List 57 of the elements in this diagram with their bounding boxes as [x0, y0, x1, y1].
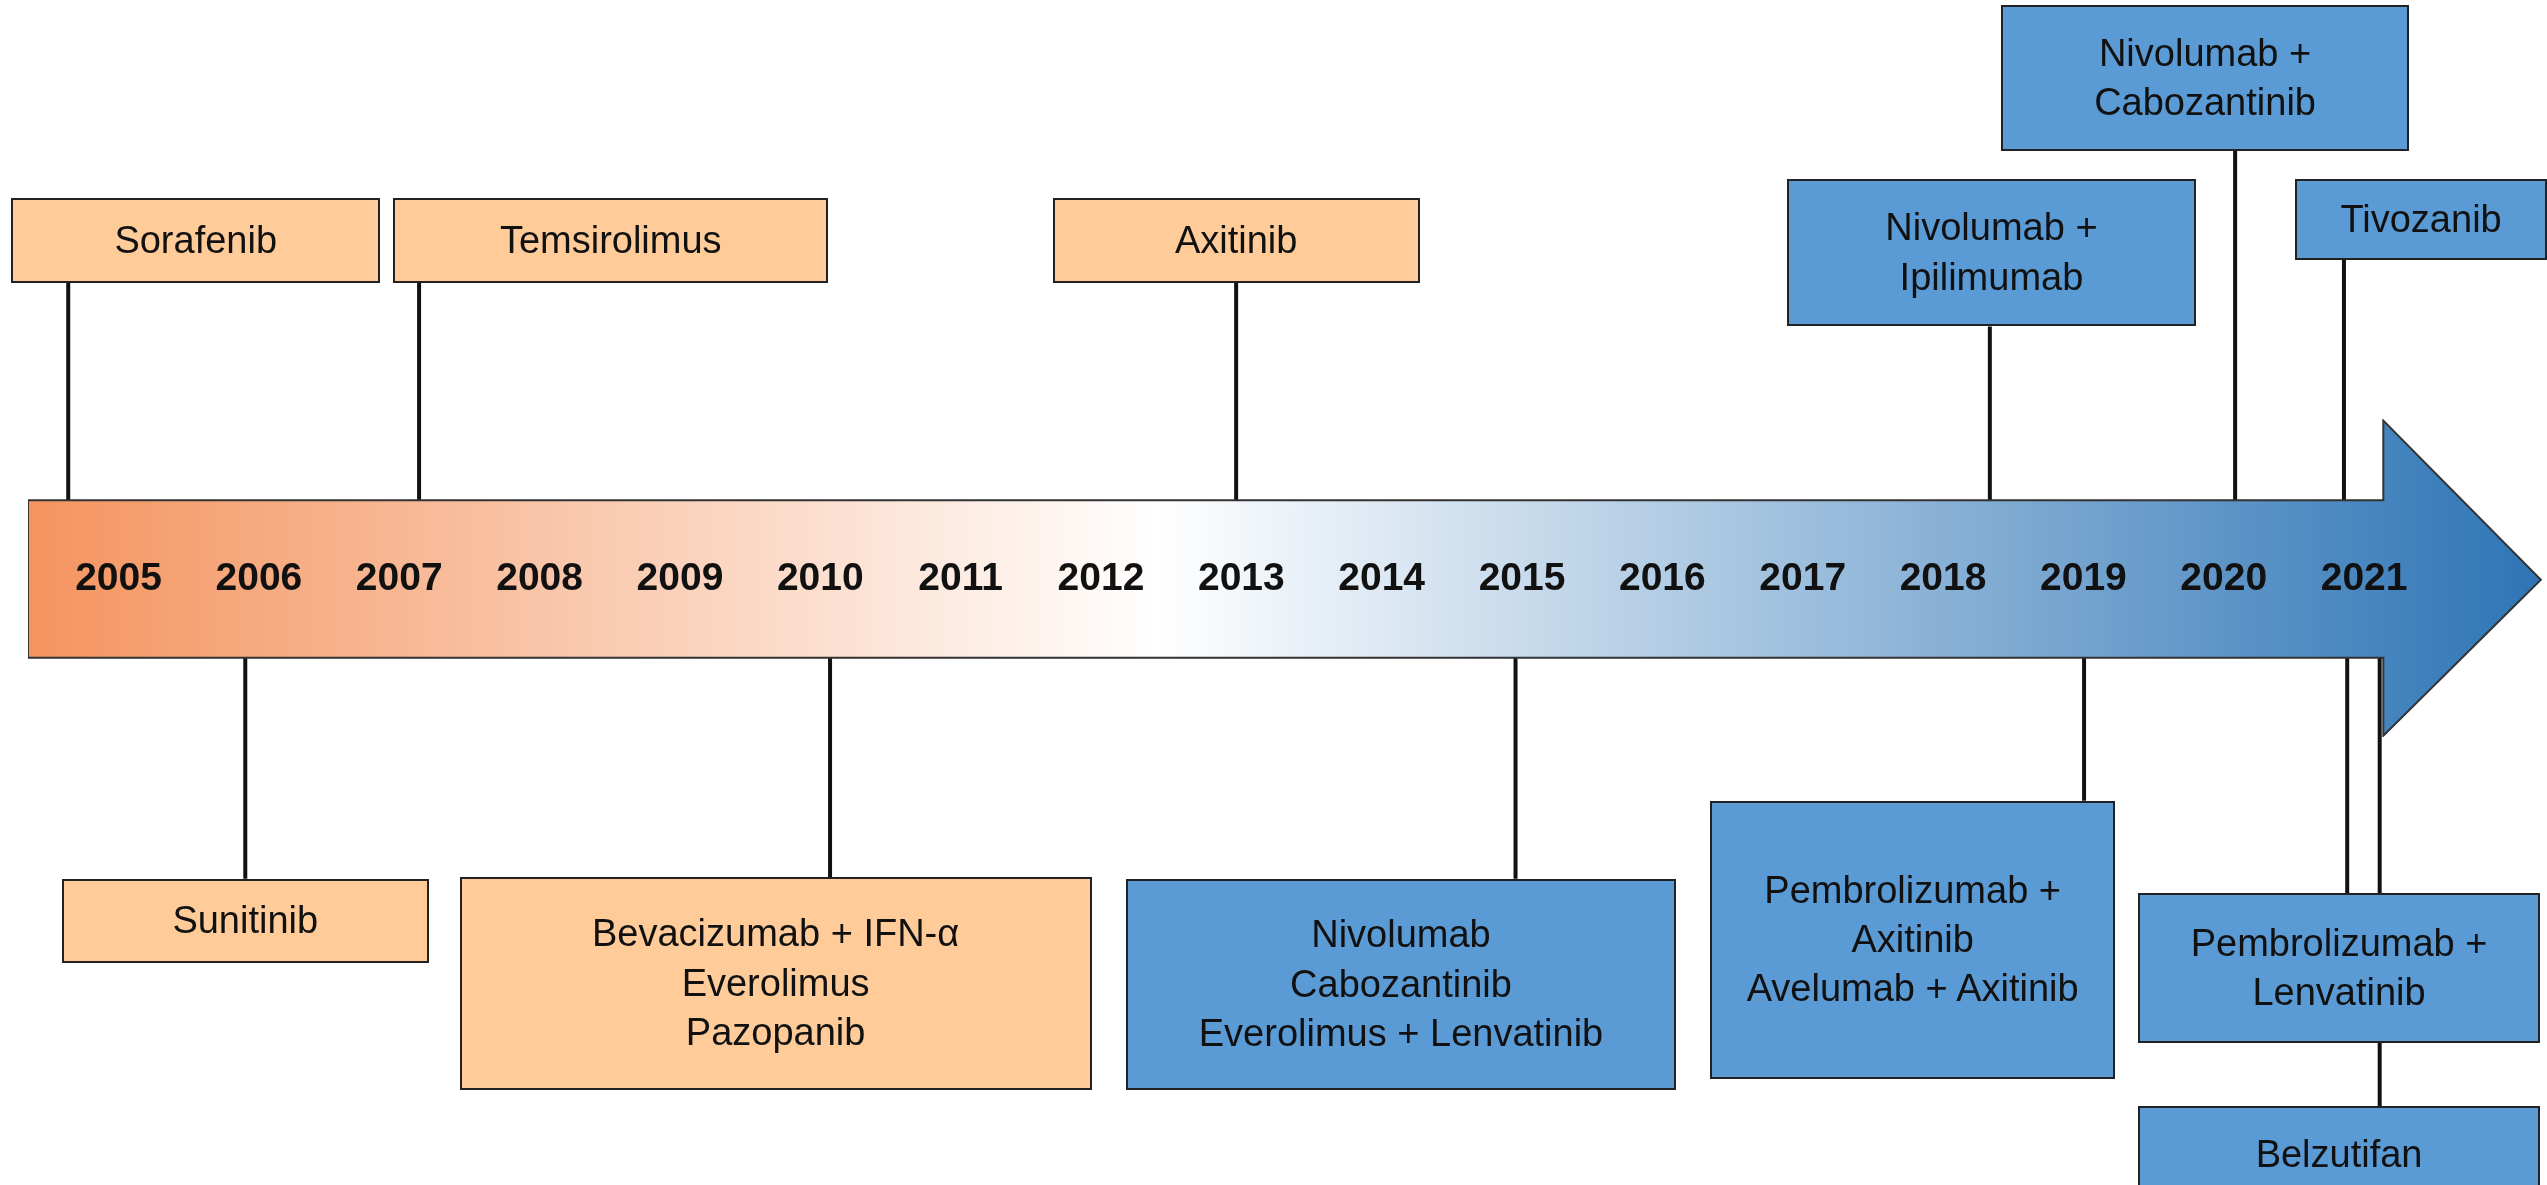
drug-name: Sorafenib [114, 217, 278, 263]
leader-line [2233, 151, 2238, 501]
drug-name: Nivolumab [1311, 912, 1491, 958]
drug-box [2137, 893, 2541, 1043]
drug-name: Sunitinib [172, 898, 319, 944]
drug-name: Bevacizumab + IFN-α [592, 911, 960, 957]
drug-box [61, 878, 429, 964]
drug-name: Axitinib [1174, 217, 1298, 263]
year-label: 2014 [1338, 554, 1426, 599]
leader-line [66, 282, 71, 501]
drug-name: Everolimus [681, 960, 870, 1006]
drug-name: Avelumab + Axitinib [1746, 966, 2079, 1012]
drug-box [2295, 178, 2547, 260]
year-label: 2006 [215, 554, 303, 599]
year-label: 2005 [75, 554, 162, 599]
year-label: 2021 [2320, 554, 2408, 599]
drug-box [459, 877, 1092, 1090]
year-label: 2013 [1197, 554, 1285, 599]
leader-line [1234, 282, 1239, 501]
drug-name: Pembrolizumab + Lenvatinib [2189, 920, 2489, 1016]
leader-line [1987, 326, 1992, 501]
drug-name: Temsirolimus [499, 217, 722, 263]
year-label: 2015 [1478, 554, 1566, 599]
drug-name: Tivozanib [2340, 196, 2502, 242]
year-label: 2011 [918, 554, 1003, 599]
leader-line [2345, 657, 2350, 894]
drug-box [2001, 4, 2409, 152]
leader-line [2082, 657, 2087, 801]
drug-box [2137, 1106, 2541, 1185]
year-label: 2019 [2040, 554, 2127, 599]
drug-box [1125, 878, 1677, 1090]
leader-line [417, 282, 422, 501]
year-label: 2018 [1899, 554, 1987, 599]
leader-line [2341, 259, 2346, 501]
leader-line [828, 657, 833, 878]
drug-name: Everolimus + Lenvatinib [1198, 1011, 1604, 1057]
drug-name: Nivolumab + Ipilimumab [1884, 205, 2099, 300]
year-label: 2016 [1619, 554, 1706, 599]
leader-line [243, 657, 248, 879]
year-label: 2010 [776, 554, 864, 599]
year-label: 2007 [355, 554, 443, 599]
drug-box [1710, 800, 2115, 1079]
drug-name: Pembrolizumab + Axitinib [1763, 867, 2063, 962]
year-label: 2012 [1057, 554, 1145, 599]
drug-name: Cabozantinib [1290, 961, 1512, 1007]
drug-box [1786, 178, 2197, 327]
year-label: 2017 [1759, 554, 1847, 599]
drug-box [1052, 198, 1420, 283]
year-label: 2020 [2180, 554, 2268, 599]
drug-name: Pazopanib [685, 1010, 866, 1056]
leader-line [1513, 657, 1518, 879]
year-label: 2009 [636, 554, 724, 599]
drug-name: Nivolumab + Cabozantinib [2093, 30, 2317, 125]
drug-box [11, 198, 381, 283]
drug-name: Belzutifan [2255, 1132, 2423, 1178]
year-label: 2008 [496, 554, 583, 599]
drug-box [393, 198, 829, 283]
